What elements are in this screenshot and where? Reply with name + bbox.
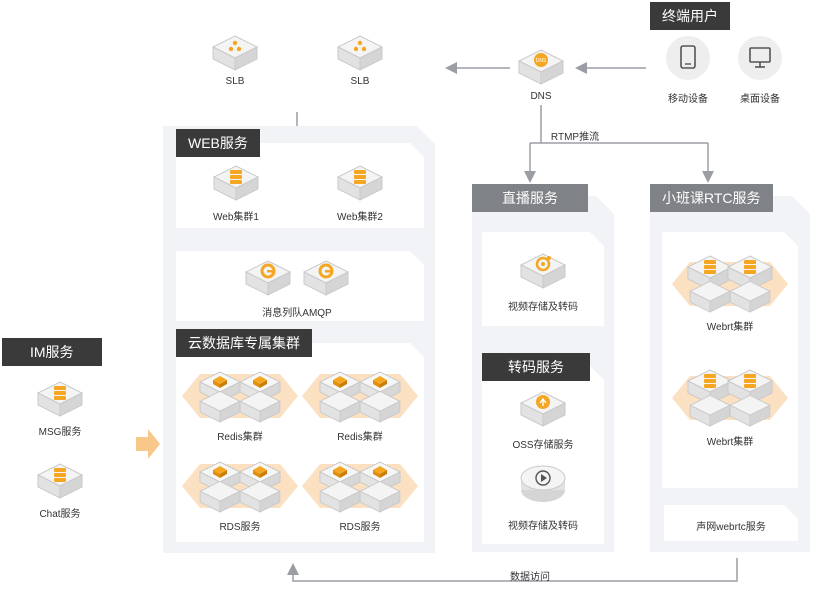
live-storage-label: 视频存储及转码 [508, 302, 578, 313]
terminal-title: 终端用户 [650, 2, 730, 30]
rtc-service-title: 小班课RTC服务 [650, 184, 773, 212]
slb-left-label: SLB [226, 76, 245, 87]
redis-cluster-2-icon [302, 371, 418, 423]
mq-card [176, 251, 424, 321]
slb-right-icon [337, 35, 383, 71]
redis-cluster-1-label: Redis集群 [217, 432, 263, 443]
live-storage-icon [520, 253, 566, 289]
redis-cluster-1-icon [182, 371, 298, 423]
webrt-cluster-2-label: Webrt集群 [706, 437, 754, 448]
voice-webrtc-card [664, 505, 798, 541]
im-service-panel [2, 352, 128, 536]
data-access-line [287, 558, 738, 582]
mobile-device-icon [666, 36, 710, 80]
transcode-storage-label: 视频存储及转码 [508, 521, 578, 532]
web-service-title: WEB服务 [176, 129, 260, 157]
dns-icon: DNS [518, 49, 564, 85]
webrt-cluster-1-icon [672, 255, 788, 313]
live-service-title: 直播服务 [472, 184, 588, 212]
mq-label: 消息列队AMQP [262, 308, 332, 319]
voice-webrtc-label: 声网webrtc服务 [696, 522, 766, 533]
slb-right-label: SLB [351, 76, 370, 87]
msg-service-icon [37, 381, 83, 417]
webrt-cluster-1-label: Webrt集群 [706, 322, 754, 333]
svg-text:DNS: DNS [536, 58, 547, 64]
msg-service-label: MSG服务 [38, 427, 82, 438]
chat-service-icon [37, 463, 83, 499]
rtmp-label: RTMP推流 [550, 132, 600, 143]
web-cluster2-icon [337, 165, 383, 201]
db-cluster-title: 云数据库专属集群 [176, 329, 312, 357]
slb-left-icon [212, 35, 258, 71]
desktop-device-icon [738, 36, 782, 80]
oss-storage-icon [520, 391, 566, 427]
rds-service-2-icon [302, 461, 418, 513]
web-cluster1-label: Web集群1 [213, 212, 259, 223]
webrt-cluster-2-icon [672, 369, 788, 427]
mobile-device-label: 移动设备 [668, 94, 708, 105]
web-cluster2-label: Web集群2 [337, 212, 383, 223]
transcode-title: 转码服务 [482, 353, 590, 381]
transcode-video-icon [520, 465, 566, 502]
rds-service-1-label: RDS服务 [219, 522, 261, 533]
mq-left-icon [245, 260, 291, 296]
slb-panel [165, 8, 433, 111]
dns-label: DNS [530, 91, 552, 102]
data-access-label: 数据访问 [510, 572, 550, 583]
rds-service-2-label: RDS服务 [339, 522, 381, 533]
im-service-title: IM服务 [2, 338, 102, 366]
mq-right-icon [303, 260, 349, 296]
chat-service-label: Chat服务 [39, 509, 81, 520]
redis-cluster-2-label: Redis集群 [337, 432, 383, 443]
rds-service-1-icon [182, 461, 298, 513]
web-cluster1-icon [213, 165, 259, 201]
oss-storage-label: OSS存储服务 [512, 440, 574, 451]
im-to-main-arrow [136, 429, 160, 459]
desktop-device-label: 桌面设备 [740, 94, 780, 105]
